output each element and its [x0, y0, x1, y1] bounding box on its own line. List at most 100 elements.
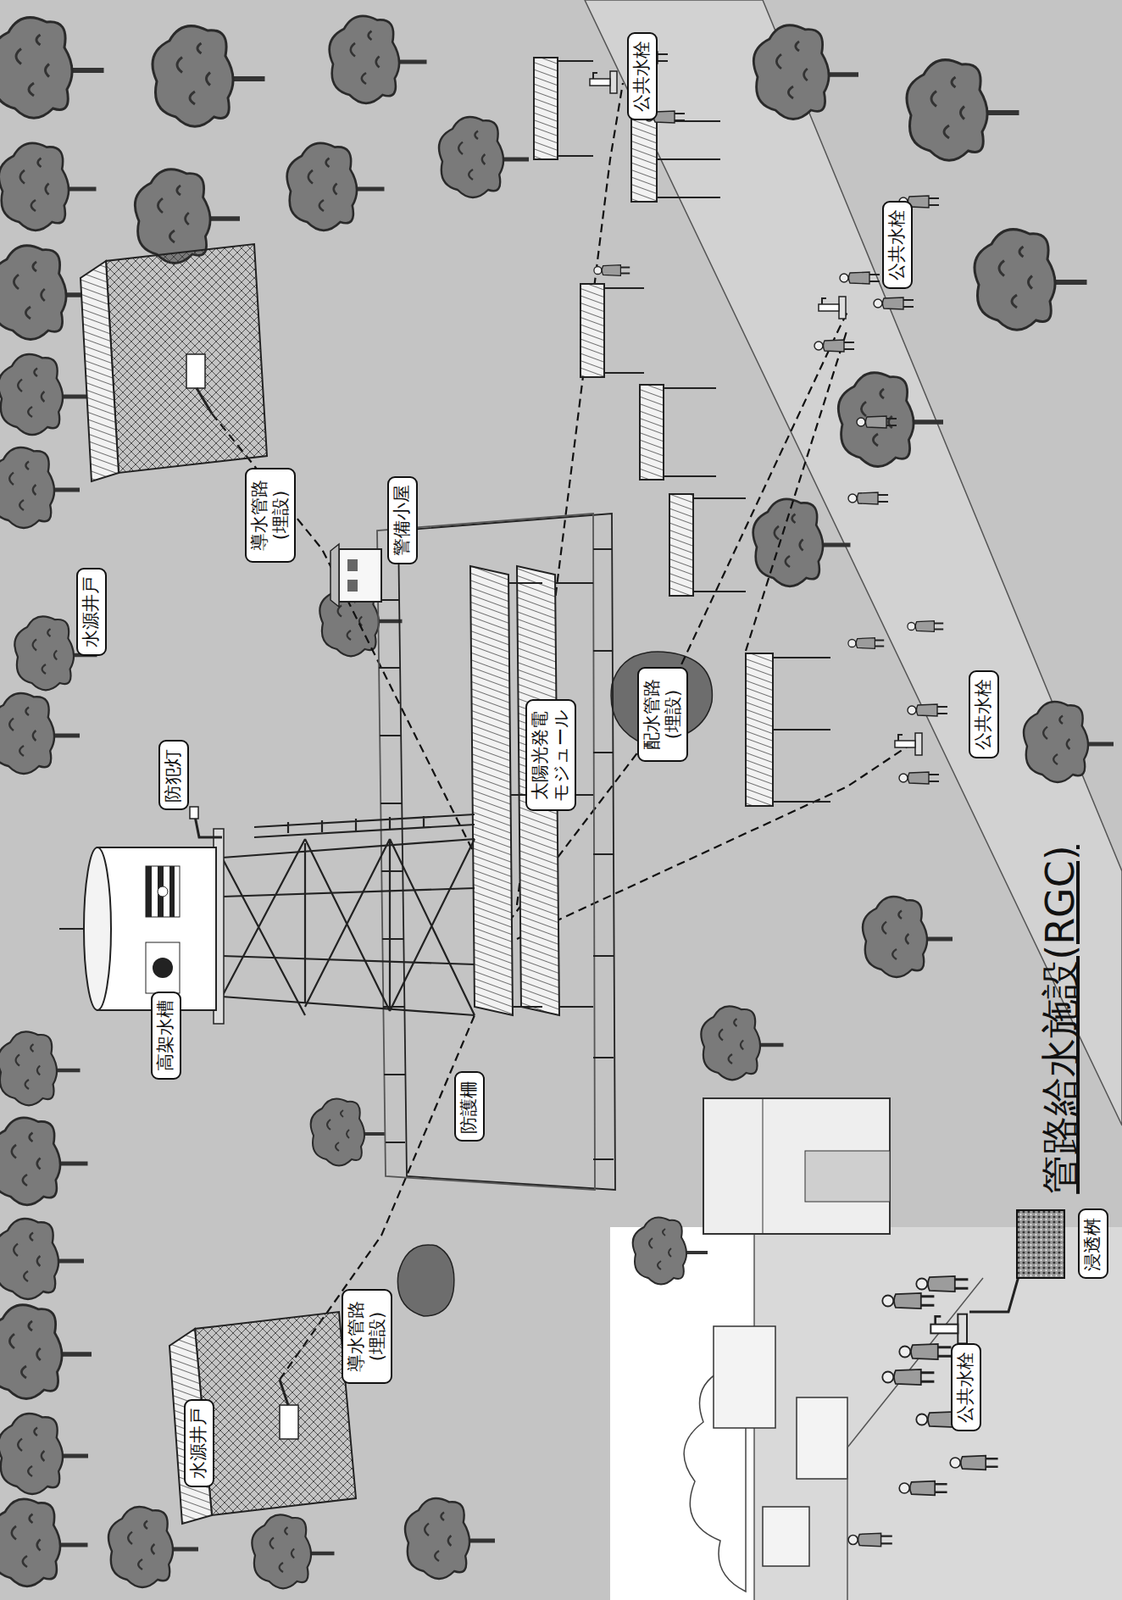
trees — [311, 1098, 386, 1166]
trees — [405, 1498, 495, 1579]
elevated-tank — [169, 866, 175, 917]
label-text: 水源井戸 — [188, 1407, 210, 1479]
label-text: 公共水栓 — [886, 209, 908, 281]
well-house — [80, 244, 267, 482]
people — [848, 492, 889, 505]
trees — [438, 116, 529, 198]
trees — [251, 1514, 334, 1589]
callout-label: 水源井戸 — [183, 1399, 214, 1488]
security-lamp — [194, 816, 223, 838]
people — [949, 1455, 998, 1471]
trees — [0, 354, 89, 435]
market-stall — [580, 283, 605, 378]
elevated-tank — [97, 847, 217, 1011]
callout-label: 防護柵 — [454, 1072, 484, 1143]
town-inset — [762, 1098, 764, 1234]
people — [594, 265, 630, 277]
label-text: 公共水栓 — [631, 40, 653, 112]
market-stall — [693, 498, 746, 592]
well-house — [80, 261, 119, 482]
town-inset — [847, 1277, 984, 1600]
callout-label: 警備小屋 — [387, 476, 417, 565]
well-house — [169, 1311, 356, 1524]
market-stall — [656, 121, 721, 198]
people — [899, 1344, 951, 1360]
elevated-tank — [222, 838, 475, 1016]
people — [882, 1369, 934, 1385]
buried-pipe — [211, 83, 911, 1380]
guard-hut — [330, 544, 382, 607]
elevated-tank — [145, 866, 152, 917]
trees — [152, 26, 266, 128]
guard-hut — [330, 544, 339, 607]
label-text: 公共水栓 — [955, 1351, 977, 1423]
market-stall — [631, 116, 657, 202]
market-stall — [557, 61, 594, 156]
people — [873, 297, 914, 310]
elevated-tank — [157, 886, 168, 897]
buried-pipe — [516, 83, 623, 906]
diagram-title: 管路給水施設(RGC) — [1037, 844, 1084, 1195]
trees — [0, 16, 1114, 1589]
callout-label: 高架水槽 — [150, 991, 181, 1080]
public-tap — [930, 1314, 967, 1345]
trees — [862, 896, 953, 978]
town-inset — [610, 1227, 1122, 1600]
buried-pipe — [745, 328, 848, 651]
buried-pipe — [211, 413, 475, 855]
market-stall — [663, 388, 717, 477]
elevated-tank — [222, 838, 475, 1016]
public-tap — [818, 296, 846, 319]
well-house — [279, 1379, 289, 1406]
callout-label: 浸透桝 — [1077, 1209, 1108, 1280]
trees — [753, 499, 851, 587]
callout-label: 導水管路 (埋設) — [244, 467, 296, 562]
label-text: 浸透桝 — [1082, 1217, 1104, 1272]
town-inset — [703, 1098, 890, 1234]
market-stall — [639, 384, 664, 480]
label-text: 防護柵 — [458, 1080, 480, 1134]
protective-fence — [377, 513, 595, 1190]
soak-pit — [969, 1210, 1065, 1312]
people — [814, 339, 855, 352]
soak-pit — [1016, 1210, 1065, 1278]
trees — [1023, 701, 1114, 783]
elevated-tank — [59, 814, 475, 1024]
market-stall — [604, 288, 645, 373]
elevated-tank — [145, 866, 180, 917]
trees — [974, 229, 1088, 331]
well-house — [194, 1311, 356, 1516]
well-house — [186, 354, 206, 389]
elevated-tank — [83, 847, 112, 1011]
trees — [753, 25, 859, 120]
label-text: 高架水槽 — [155, 999, 177, 1072]
elevated-tank — [305, 840, 390, 1009]
label-text: 導水管路 (埋設) — [345, 1297, 389, 1375]
town-inset — [805, 1150, 890, 1202]
well-house — [279, 1405, 299, 1439]
trees — [287, 143, 385, 231]
callout-label: 水源井戸 — [76, 567, 106, 656]
security-lamp — [189, 806, 223, 838]
label-text: 太陽光発電 モジュール — [529, 707, 573, 803]
callout-label: 公共水栓 — [950, 1343, 981, 1432]
label-text: 防犯灯 — [162, 749, 184, 803]
label-text: 公共水栓 — [972, 678, 995, 750]
label-text: 警備小屋 — [391, 484, 413, 556]
town-inset — [796, 1397, 848, 1479]
callout-label: 公共水栓 — [882, 200, 912, 289]
elevated-tank — [145, 942, 180, 994]
trees — [838, 372, 944, 467]
callout-label: 太陽光発電 モジュール — [525, 699, 577, 811]
trees — [0, 1218, 84, 1300]
solar-module — [508, 583, 594, 1007]
protective-fence — [377, 549, 614, 1160]
trees — [0, 143, 97, 231]
callout-label: 導水管路 (埋設) — [341, 1288, 393, 1384]
well-house — [105, 244, 267, 473]
people — [916, 1276, 968, 1292]
trees — [0, 1413, 89, 1495]
market-stall — [772, 657, 831, 802]
